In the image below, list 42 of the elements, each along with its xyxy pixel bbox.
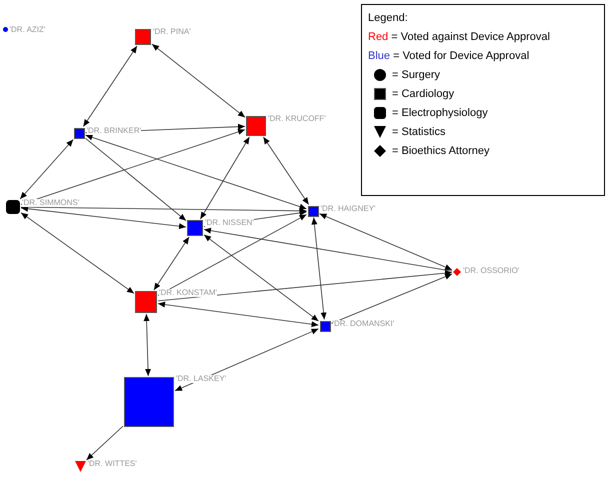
arrow — [20, 206, 307, 214]
node-label: 'DR. NISSEN' — [205, 219, 254, 227]
arrow — [85, 134, 307, 210]
arrow — [158, 214, 307, 296]
arrow — [204, 234, 319, 322]
node-label: 'DR. KONSTAM' — [159, 289, 218, 297]
node-label: 'DR. SIMMONS' — [22, 199, 80, 207]
node-label: 'DR. PINA' — [153, 28, 191, 36]
legend-text: = Statistics — [392, 125, 446, 139]
node-label: 'DR. BRINKER' — [86, 126, 142, 134]
node-label: 'DR. OSSORIO' — [463, 267, 520, 275]
node-label: 'DR. WITTES' — [88, 460, 137, 468]
arrow — [86, 426, 124, 460]
legend-text: = Surgery — [392, 68, 440, 82]
legend-entry: Blue = Voted for Device Approval — [368, 49, 530, 63]
arrow — [20, 212, 134, 294]
arrow — [319, 213, 452, 270]
node-label: 'DR. AZIZ' — [10, 26, 46, 34]
arrow — [204, 228, 452, 272]
legend-text: = Bioethics Attorney — [392, 144, 490, 158]
node-label: 'DR. LASKEY' — [176, 375, 226, 383]
arrow — [158, 270, 452, 302]
node-label: 'DR. KRUCOFF' — [268, 115, 326, 123]
arrow — [20, 129, 246, 205]
arrow — [311, 217, 327, 320]
arrow — [20, 206, 186, 230]
legend-heading: Legend: — [368, 11, 409, 25]
arrow — [144, 314, 151, 376]
legend-text: = Cardiology — [392, 87, 454, 101]
node-label: 'DR. HAIGNEY' — [320, 204, 376, 212]
legend-text: = Electrophysiology — [392, 106, 488, 120]
arrow — [331, 274, 452, 324]
arrow — [152, 44, 246, 118]
arrow — [154, 236, 190, 290]
arrow — [158, 302, 319, 328]
arrow — [200, 136, 250, 220]
legend-entry: Red = Voted against Device Approval — [368, 30, 550, 44]
arrow — [20, 139, 74, 200]
arrow — [262, 136, 310, 205]
node-label: 'DR. DOMANSKI' — [332, 320, 394, 328]
arrow — [85, 138, 186, 222]
arrow — [82, 46, 138, 127]
